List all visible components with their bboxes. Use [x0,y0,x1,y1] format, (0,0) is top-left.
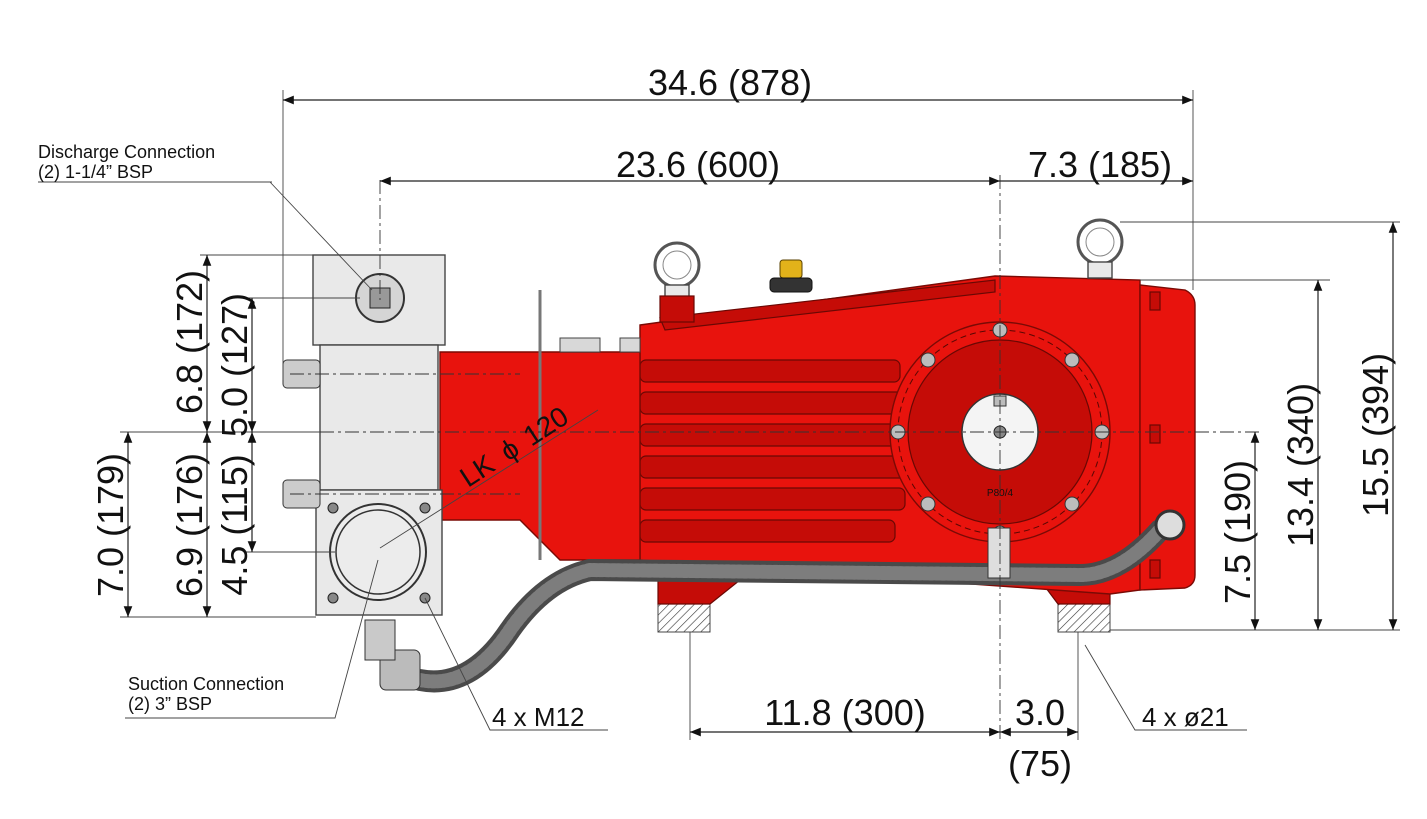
dimension-labels: 34.6 (878) 23.6 (600) 7.3 (185) 6.8 (172… [90,62,1396,784]
dim-center-to-end: 7.3 (185) [1028,144,1172,185]
dim-base-to-center: 7.0 (179) [90,453,131,597]
discharge-spec: (2) 1-1/4” BSP [38,162,153,182]
suction-title: Suction Connection [128,674,284,694]
lifting-eye-left [653,241,701,323]
center-lines [120,175,1260,740]
lifting-eye-right [1076,218,1124,279]
dim-flange-to-center: 23.6 (600) [616,144,780,185]
dim-center-height: 7.5 (190) [1217,460,1258,604]
suction-spec: (2) 3” BSP [128,694,212,714]
cooling-fins [639,359,921,543]
dim-suction-height: 6.9 (176) [169,453,210,597]
manifold [282,254,446,616]
dim-suction-offset: 4.5 (115) [214,454,255,595]
dim-foot-offset-bottom: (75) [1008,743,1072,784]
foot-right [1057,603,1111,633]
dim-foot-offset-top: 3.0 [1015,692,1065,733]
hole-spec: 4 x ø21 [1142,702,1229,732]
oil-cap [769,259,813,293]
dimension-lines [38,90,1400,740]
dim-body-height: 13.4 (340) [1280,383,1321,547]
dim-discharge-height: 6.8 (172) [169,270,210,414]
dim-discharge-offset: 5.0 (127) [214,293,255,437]
dim-overall-height: 15.5 (394) [1355,353,1396,517]
dim-foot-spacing: 11.8 (300) [764,692,925,733]
bolt-spec: 4 x M12 [492,702,585,732]
discharge-title: Discharge Connection [38,142,215,162]
foot-left [657,603,711,633]
dim-overall-length: 34.6 (878) [648,62,812,103]
oil-hose [364,509,1186,693]
